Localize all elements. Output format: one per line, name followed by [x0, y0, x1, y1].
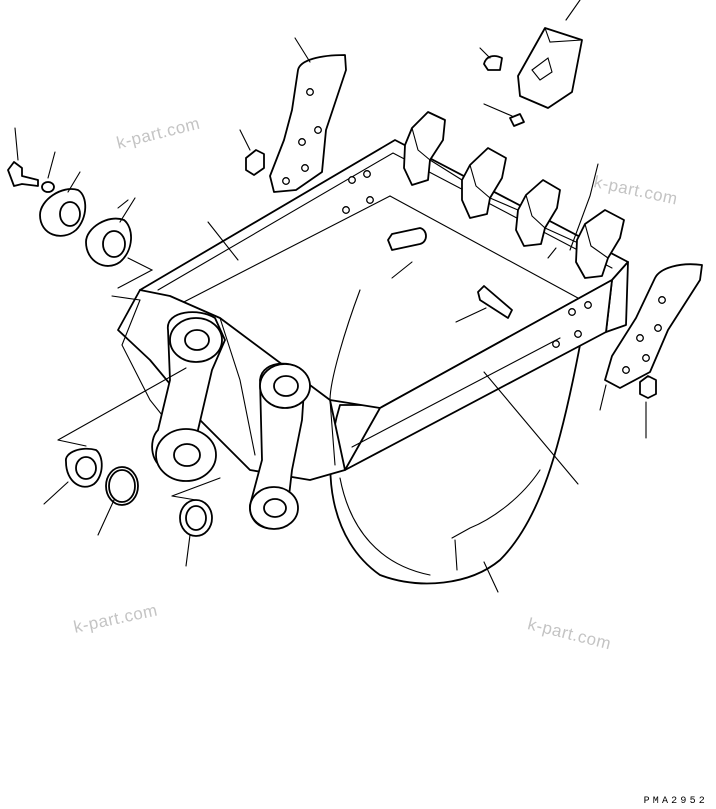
pin-hardware [39, 188, 213, 537]
fasteners [7, 27, 657, 399]
leader-lines [14, 0, 647, 593]
drawing-code: PMA2952 [643, 796, 708, 807]
side-cutters [269, 54, 703, 389]
bucket-teeth [403, 111, 625, 279]
bucket-mounting-bosses [151, 311, 311, 530]
